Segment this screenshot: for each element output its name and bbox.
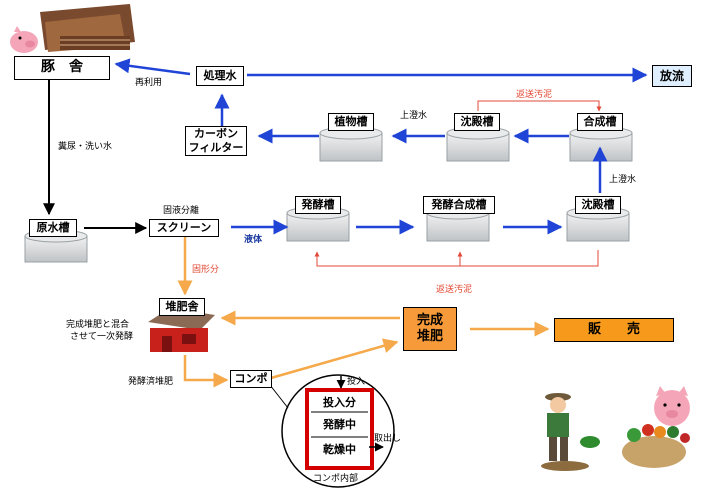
compost-flow-arrows	[177, 237, 550, 388]
finished-compost-line1: 完成	[416, 312, 443, 328]
finished-compost-line2: 堆肥	[416, 329, 443, 344]
carbon-filter-line2: フィルター	[188, 141, 244, 154]
manure-wash-water-label: 糞尿・洗い水	[58, 142, 113, 152]
solid-liquid-separation-label: 固液分離	[163, 206, 200, 216]
pig-with-vegetables-illustration	[622, 386, 690, 468]
carbon-filter-line1: カーボン	[194, 127, 238, 141]
compo-input-label: 投入	[347, 377, 366, 387]
pig-barn-illustration	[40, 4, 135, 52]
compo-interior-caption: コンポ内部	[313, 474, 359, 484]
reuse-label: 再利用	[135, 78, 163, 88]
return-sludge-top-label: 返送汚泥	[516, 90, 553, 100]
manure-flow-arrows	[43, 80, 148, 234]
mix-primary-fermentation-line2: させて一次発酵	[70, 332, 134, 342]
compo-fermenting-section: 発酵中	[323, 418, 356, 431]
pig-barn-box: 豚 舎	[14, 56, 110, 80]
fermented-compost-label: 発酵済堆肥	[128, 377, 174, 387]
discharge-box: 放流	[652, 65, 692, 87]
mix-primary-fermentation-line1: 完成堆肥と混合	[66, 320, 130, 330]
liquid-label: 液体	[244, 235, 263, 245]
sales-box: 販 売	[554, 318, 674, 342]
carbon-filter-box: カーボン フィルター	[185, 126, 247, 156]
return-sludge-lines	[314, 100, 602, 267]
farmer-illustration	[541, 393, 600, 471]
tank-illustrations	[24, 126, 633, 263]
solid-label: 固形分	[192, 265, 220, 275]
tank-fermentation-synthesis	[426, 206, 490, 242]
compo-input-section: 投入分	[323, 396, 356, 409]
fermentation-tank-box: 発酵槽	[295, 196, 341, 214]
settling-tank-bottom-box: 沈殿槽	[575, 196, 621, 214]
compost-barn-box: 堆肥舎	[159, 298, 205, 316]
treated-water-box: 処理水	[196, 66, 244, 86]
compo-take-out-label: 取出し	[374, 434, 402, 444]
compo-box: コンポ	[230, 370, 272, 388]
screen-box: スクリーン	[149, 219, 219, 237]
tank-plant	[319, 126, 383, 162]
compo-interior-graphic	[269, 374, 395, 488]
synthesis-tank-box: 合成槽	[577, 113, 623, 131]
pig-illustration	[10, 26, 38, 53]
water-flow-arrows	[114, 58, 648, 235]
plant-tank-box: 植物槽	[328, 113, 374, 131]
finished-compost-box: 完成 堆肥	[403, 307, 457, 351]
supernatant-top-label: 上澄水	[400, 111, 428, 121]
fermentation-synthesis-tank-box: 発酵合成槽	[423, 196, 495, 214]
supernatant-right-label: 上澄水	[609, 175, 637, 185]
tank-settling-top	[446, 126, 510, 162]
raw-water-tank-box: 原水槽	[29, 219, 77, 237]
return-sludge-bottom-label: 返送汚泥	[436, 285, 473, 295]
compo-drying-section: 乾燥中	[323, 443, 356, 456]
settling-tank-top-box: 沈殿槽	[454, 113, 500, 131]
